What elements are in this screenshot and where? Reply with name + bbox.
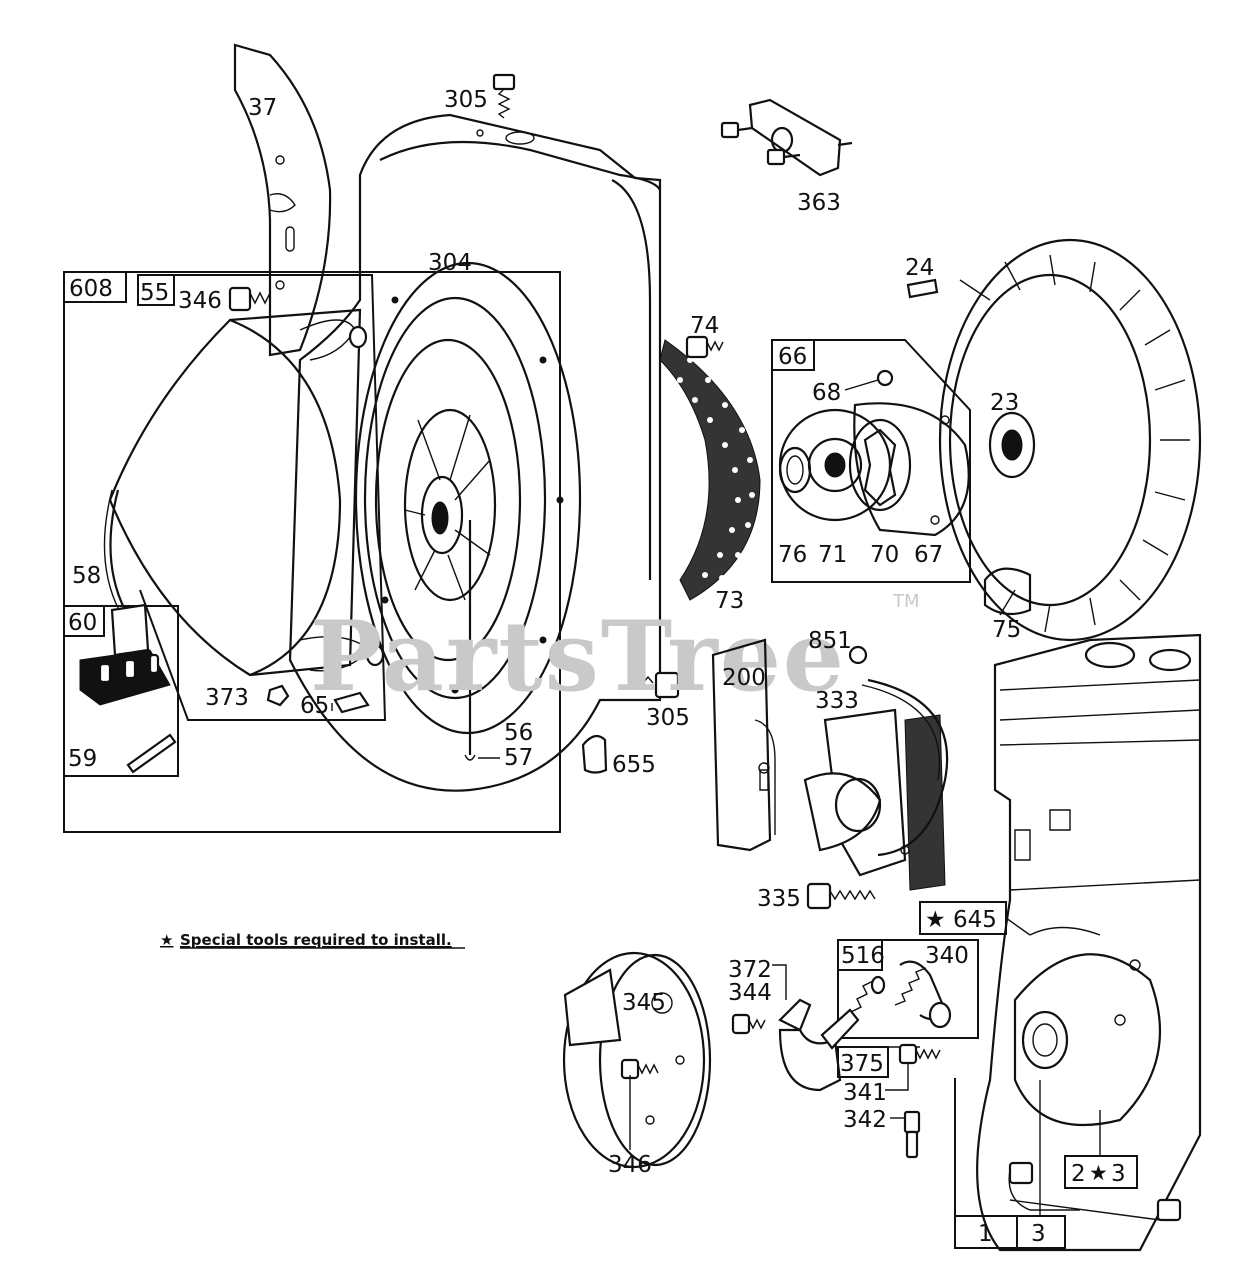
assembly-tag-608: [63, 271, 127, 303]
screw-part-65[interactable]: [331, 691, 370, 714]
callout-2: 2: [1071, 1161, 1086, 1187]
callout-342: 342: [843, 1107, 887, 1133]
assembly-box-608: [63, 271, 561, 833]
callout-200: 200: [722, 665, 766, 691]
watermark-tm: TM: [892, 591, 920, 612]
callout-516: 516: [841, 943, 885, 969]
callout-71: 71: [818, 542, 847, 568]
callout-363: 363: [797, 190, 841, 216]
callout-333: 333: [815, 688, 859, 714]
callout-76: 76: [778, 542, 807, 568]
nut-part-373[interactable]: [266, 684, 290, 707]
callout-55: 55: [140, 280, 169, 306]
assembly-box-66: [771, 339, 971, 583]
callout-67: 67: [914, 542, 943, 568]
assembly-tag-516: [837, 939, 883, 971]
starter-rope-part-58[interactable]: [109, 489, 126, 611]
callout-305-top: 305: [444, 87, 488, 113]
callout-58: 58: [72, 563, 101, 589]
shield-part-200[interactable]: [711, 638, 776, 852]
special-tools-note: Special tools required to install.: [180, 931, 452, 949]
callout-655: 655: [612, 752, 656, 778]
callout-344: 344: [728, 980, 772, 1006]
clutch-ratchet-part-70[interactable]: [848, 418, 912, 512]
starter-clutch-part-71[interactable]: [778, 408, 892, 522]
callout-1: 1: [978, 1221, 993, 1247]
screw-part-335[interactable]: [806, 882, 876, 910]
assembly-box-60: [63, 605, 179, 777]
assembly-box-516-340: [837, 939, 979, 1039]
callout-56: 56: [504, 720, 533, 746]
callout-346-top: 346: [178, 288, 222, 314]
pin-part-59[interactable]: [126, 733, 177, 774]
callout-375: 375: [840, 1051, 884, 1077]
watermark: PartsTree: [310, 600, 846, 713]
callout-59: 59: [68, 746, 97, 772]
bracket-part-363[interactable]: [720, 98, 853, 177]
star-icon: ★: [1089, 1161, 1108, 1185]
ball-part-68[interactable]: [876, 369, 894, 387]
screw-part-341[interactable]: [898, 1043, 941, 1065]
assembly-tag-66: [771, 339, 815, 371]
callout-73: 73: [715, 588, 744, 614]
callout-23: 23: [990, 390, 1019, 416]
recoil-spring-part-57[interactable]: [464, 520, 500, 761]
fuse-part-342[interactable]: [903, 1110, 921, 1159]
starter-reel-part-55[interactable]: [108, 308, 385, 677]
screw-icon: [492, 73, 516, 119]
callout-3-top: 3: [1111, 1161, 1126, 1187]
callout-341: 341: [843, 1080, 887, 1106]
callout-345: 345: [622, 990, 666, 1016]
callout-372: 372: [728, 957, 772, 983]
callout-346-bottom: 346: [608, 1152, 652, 1178]
armature-part-333[interactable]: [803, 645, 949, 891]
key-part-24[interactable]: [906, 278, 939, 299]
cylinder-block[interactable]: [976, 633, 1202, 1252]
screw-part-305-bottom[interactable]: [627, 671, 680, 699]
callout-70: 70: [870, 542, 899, 568]
brake-drum-part-345[interactable]: [562, 951, 712, 1169]
callout-851: 851: [808, 628, 852, 654]
callout-68: 68: [812, 380, 841, 406]
blower-housing-part-304[interactable]: [288, 113, 662, 792]
recoil-pulley-part-56[interactable]: [354, 261, 582, 735]
callout-60: 60: [68, 610, 97, 636]
assembly-tag-55: [137, 274, 175, 306]
star-icon: ★: [160, 931, 173, 949]
bolt-part-74[interactable]: [685, 335, 724, 359]
callout-24: 24: [905, 255, 934, 281]
callout-74: 74: [690, 313, 719, 339]
callout-608: 608: [69, 276, 113, 302]
callout-305-bottom: 305: [646, 705, 690, 731]
callout-75: 75: [992, 617, 1021, 643]
assembly-tag-2-3: [1064, 1155, 1138, 1189]
callout-373: 373: [205, 685, 249, 711]
callout-340: 340: [925, 943, 969, 969]
callout-66: 66: [778, 344, 807, 370]
assembly-tag-3-bottom: [1016, 1215, 1066, 1249]
flywheel-part-23[interactable]: [938, 238, 1202, 642]
assembly-tag-60: [63, 605, 105, 637]
brake-lever-part-340[interactable]: [894, 960, 952, 1029]
callout-645: 645: [953, 907, 997, 933]
rotating-screen-part-73[interactable]: [659, 339, 761, 601]
callout-3-bottom: 3: [1031, 1221, 1046, 1247]
bracket-part-344[interactable]: [731, 998, 842, 1092]
callout-37: 37: [248, 95, 277, 121]
seal-part-76[interactable]: [778, 446, 812, 494]
callout-335: 335: [757, 886, 801, 912]
baffle-part-37[interactable]: [233, 43, 332, 357]
brake-spring-part-516[interactable]: [820, 975, 886, 1050]
star-icon: ★: [925, 907, 946, 933]
callout-57: 57: [504, 745, 533, 771]
assembly-box-55: [138, 274, 387, 721]
bolt-icon: [228, 286, 271, 312]
callout-65: 65: [300, 693, 329, 719]
clip-part-655[interactable]: [581, 734, 608, 774]
starter-handle-part-60[interactable]: [79, 603, 171, 706]
assembly-tag-375: [837, 1046, 889, 1078]
